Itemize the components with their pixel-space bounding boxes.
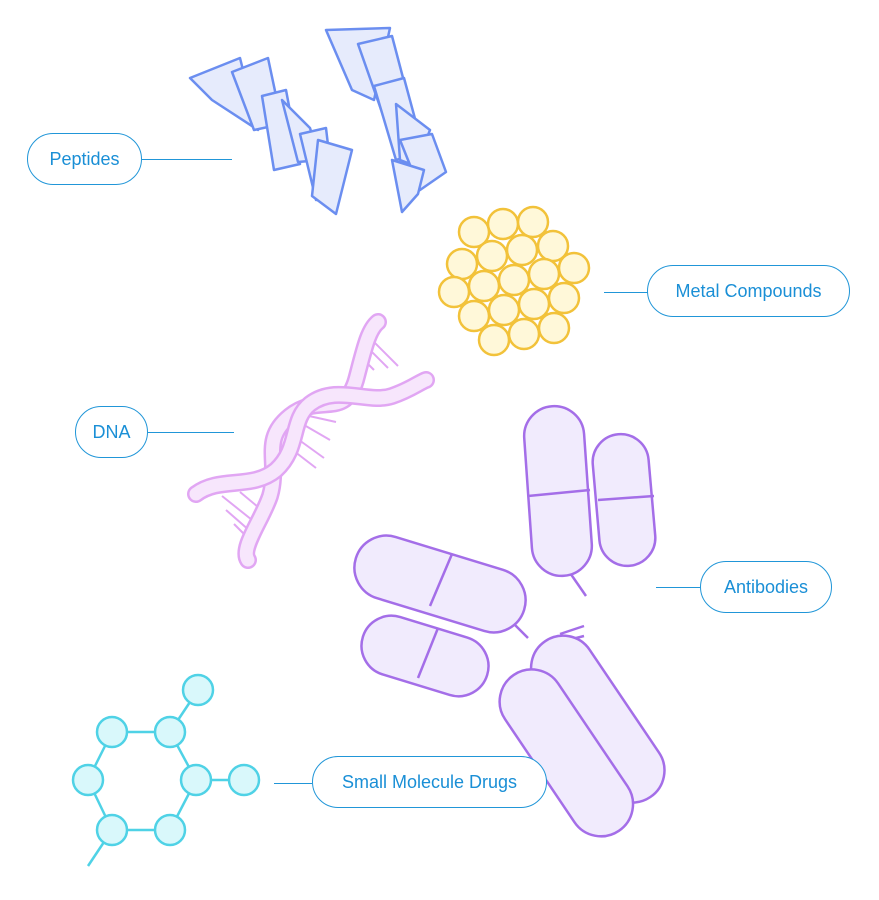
label-small-molecule-drugs: Small Molecule Drugs — [312, 756, 547, 808]
dna-helix-icon — [187, 313, 435, 569]
peptides-connector — [142, 159, 232, 160]
small-molecule-icon — [71, 673, 261, 867]
small-molecule-connector — [274, 783, 312, 784]
dna-connector — [148, 432, 234, 433]
peptide-helix-icon — [188, 26, 448, 216]
label-peptides: Peptides — [27, 133, 142, 185]
label-antibodies: Antibodies — [700, 561, 832, 613]
label-dna: DNA — [75, 406, 148, 458]
antibodies-connector — [656, 587, 700, 588]
antibody-icon — [353, 404, 666, 838]
label-metal-compounds: Metal Compounds — [647, 265, 850, 317]
metal-compounds-connector — [604, 292, 648, 293]
metal-cluster-icon — [437, 205, 591, 357]
